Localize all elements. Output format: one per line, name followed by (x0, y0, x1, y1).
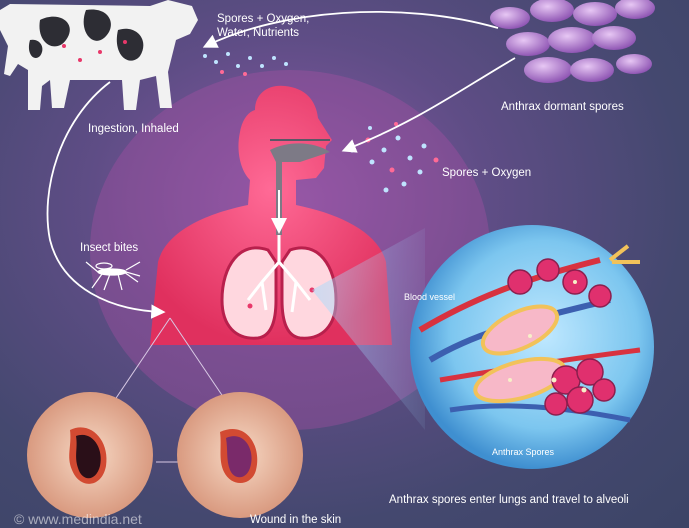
label-wound-in-skin: Wound in the skin (250, 513, 341, 527)
label-insect-bites: Insect bites (80, 241, 138, 255)
label-ingestion-inhaled: Ingestion, Inhaled (88, 122, 179, 136)
label-blood-vessel: Blood vessel (404, 290, 455, 304)
wound-late (177, 392, 303, 518)
cow-icon (0, 0, 198, 110)
label-spores-oxygen-water-line2: Water, Nutrients (217, 26, 299, 40)
alveoli-magnified-circle (410, 225, 654, 469)
spore-cluster-icon (490, 0, 655, 83)
label-spores-oxygen: Spores + Oxygen (442, 166, 531, 180)
label-anthrax-dormant-spores: Anthrax dormant spores (501, 100, 624, 114)
watermark: © www.medindia.net (14, 512, 142, 526)
label-alveoli-caption: Anthrax spores enter lungs and travel to… (389, 493, 629, 507)
wound-early (27, 392, 153, 518)
label-anthrax-spores: Anthrax Spores (492, 445, 554, 459)
label-spores-oxygen-water-line1: Spores + Oxygen, (217, 12, 309, 26)
